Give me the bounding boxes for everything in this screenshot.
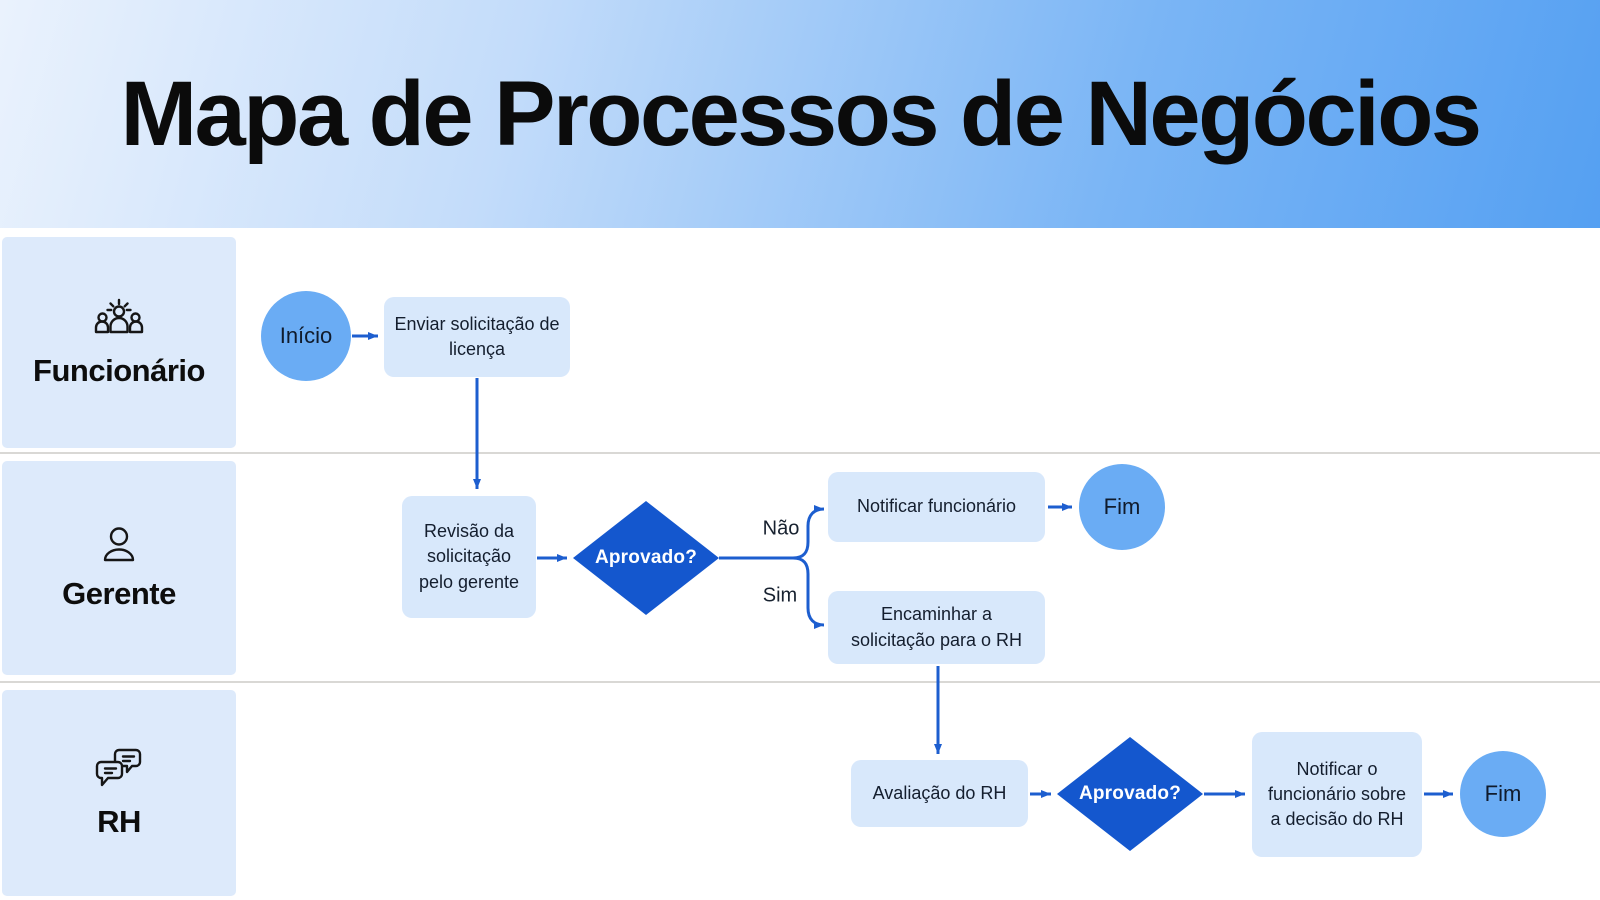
task-hr-evaluation: Avaliação do RH: [851, 760, 1028, 827]
arrow-yes-to-forward: [792, 556, 825, 629]
end-terminal-hr: Fim: [1460, 751, 1546, 837]
lane-label: RH: [97, 804, 141, 839]
team-icon: [94, 298, 144, 333]
arrow-no-to-notify: [792, 505, 825, 560]
page-title: Mapa de Processos de Negócios: [120, 62, 1482, 165]
lane-label: Funcionário: [33, 352, 205, 388]
lane-label-funcionario: Funcionário: [2, 237, 236, 448]
lane-divider-1: [0, 452, 1600, 454]
lane-divider-2: [0, 681, 1600, 683]
chat-bubbles-icon: [95, 748, 142, 787]
task-submit-request: Enviar solicitação de licença: [384, 297, 570, 377]
end-terminal-manager: Fim: [1079, 464, 1165, 550]
branch-label-yes: Sim: [759, 584, 801, 608]
task-manager-review: Revisão da solicitação pelo gerente: [402, 496, 536, 618]
task-forward-to-hr: Encaminhar a solicitação para o RH: [828, 591, 1045, 664]
task-notify-hr-decision: Notificar o funcionário sobre a decisão …: [1252, 732, 1422, 857]
person-icon: [103, 527, 135, 562]
branch-label-no: Não: [759, 517, 803, 541]
start-terminal: Início: [261, 291, 351, 381]
task-notify-employee: Notificar funcionário: [828, 472, 1045, 542]
lane-label-gerente: Gerente: [2, 461, 236, 675]
lane-label: Gerente: [62, 576, 176, 611]
lane-label-rh: RH: [2, 690, 236, 896]
header-banner: Mapa de Processos de Negócios: [0, 0, 1600, 228]
